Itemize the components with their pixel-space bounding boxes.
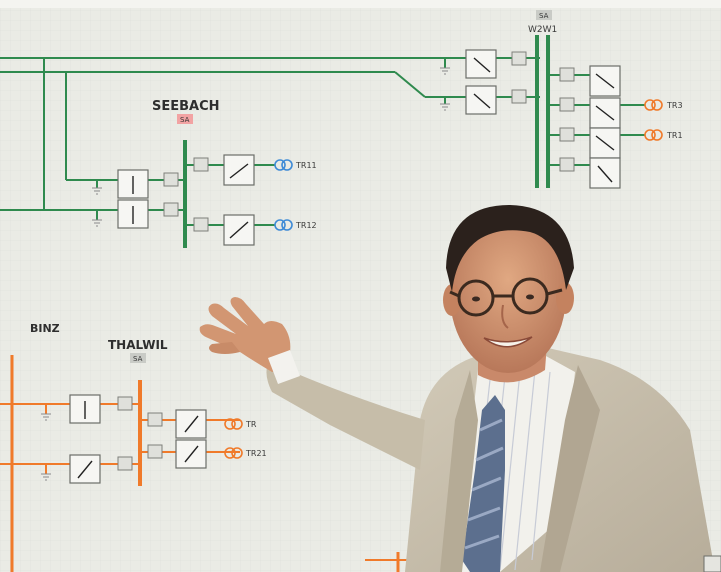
label-seebach: SEEBACH [152, 99, 220, 114]
glasses [449, 277, 563, 317]
tie-pattern [464, 418, 504, 550]
mouth [483, 336, 533, 348]
earth-symbols [41, 67, 450, 481]
label-thalwil: THALWIL [108, 338, 168, 352]
corner-meter [703, 555, 721, 572]
label-tr1: TR1 [666, 131, 683, 140]
lapel-left [440, 370, 478, 572]
eye-right [526, 294, 534, 300]
hand [199, 297, 291, 372]
jacket-sleeve [266, 360, 425, 470]
hair [446, 205, 574, 292]
top-edge [0, 0, 721, 8]
meter-needles [77, 57, 615, 479]
thalwil-tag: SA [133, 355, 143, 363]
person [199, 205, 715, 572]
eye-left [472, 296, 480, 302]
transformers-orange [224, 99, 663, 459]
breakers [117, 51, 575, 471]
seebach-tag-box [177, 114, 193, 124]
thumb [209, 342, 240, 354]
lapel-right [540, 365, 600, 572]
label-binz: BINZ [30, 322, 60, 335]
label-top-buses: W2W1 [528, 25, 557, 35]
tie [462, 395, 505, 572]
cuff [268, 350, 300, 384]
top-tag: SA [539, 12, 549, 20]
label-tr3: TR3 [666, 101, 683, 110]
top-tag-box [536, 10, 552, 20]
transformers-blue [274, 159, 293, 231]
label-tr11: TR11 [295, 161, 317, 170]
ear-left [443, 284, 461, 316]
label-tr12: TR12 [295, 221, 317, 230]
label-tr21: TR21 [245, 449, 267, 458]
ear-right [556, 282, 574, 314]
meters [69, 49, 621, 484]
seebach-tag: SA [180, 116, 190, 124]
label-tr-cut: TR [245, 420, 257, 429]
thalwil-tag-box [130, 353, 146, 363]
nose [501, 304, 509, 329]
